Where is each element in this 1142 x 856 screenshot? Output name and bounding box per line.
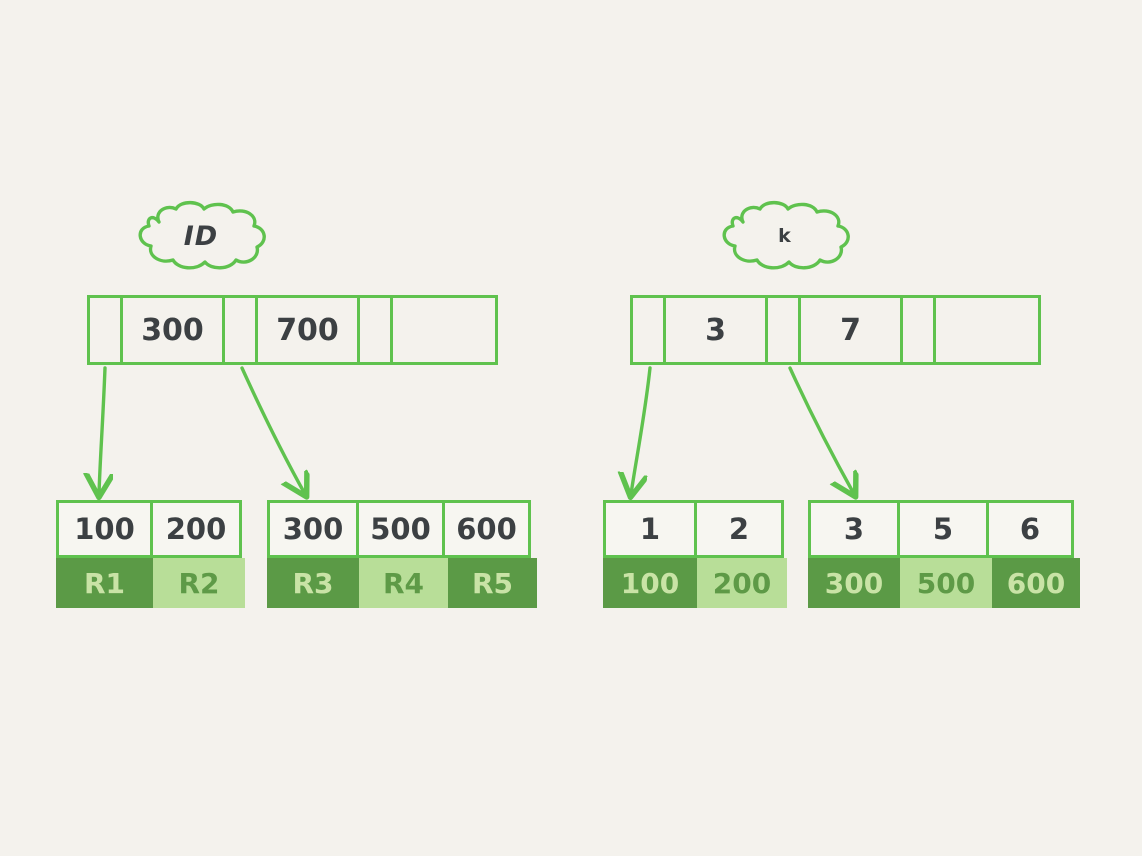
- id-leaf-2-row-r3: R3: [267, 558, 359, 608]
- arrow-id-root-to-leaf1: [99, 366, 105, 494]
- id-leaf-1-row-r1: R1: [56, 558, 153, 608]
- id-leaf-2-bars: R3 R4 R5: [267, 558, 537, 608]
- id-leaf-1-row-r2: R2: [153, 558, 245, 608]
- k-leaf-1-keys: 1 2: [603, 500, 787, 558]
- k-leaf-1-bars: 100 200: [603, 558, 787, 608]
- id-leaf-2-key-0: 300: [267, 500, 359, 558]
- arrow-id-root-to-leaf2: [240, 366, 305, 494]
- k-leaf-1-row-200: 200: [697, 558, 787, 608]
- k-leaf-1-row-100: 100: [603, 558, 697, 608]
- k-root-empty: [933, 295, 1041, 365]
- k-leaf-2-keys: 3 5 6: [808, 500, 1080, 558]
- arrow-k-root-to-leaf3: [631, 366, 652, 494]
- k-leaf-2-row-600: 600: [992, 558, 1080, 608]
- k-root-pointer-0[interactable]: [630, 295, 666, 365]
- id-leaf-2-key-2: 600: [442, 500, 531, 558]
- id-leaf-2-keys: 300 500 600: [267, 500, 537, 558]
- k-leaf-1-key-1: 2: [694, 500, 784, 558]
- k-leaf-2-row-500: 500: [900, 558, 992, 608]
- k-leaf-1-key-0: 1: [603, 500, 697, 558]
- id-leaf-1-keys: 100 200: [56, 500, 245, 558]
- k-root-node: 3 7: [630, 295, 1041, 365]
- id-leaf-node-2: 300 500 600 R3 R4 R5: [267, 500, 537, 608]
- id-leaf-2-row-r4: R4: [359, 558, 448, 608]
- k-leaf-2-key-1: 5: [897, 500, 989, 558]
- k-root-pointer-1[interactable]: [765, 295, 801, 365]
- k-leaf-2-row-300: 300: [808, 558, 900, 608]
- k-leaf-2-key-2: 6: [986, 500, 1074, 558]
- id-root-pointer-2[interactable]: [357, 295, 393, 365]
- cloud-label-k-text: k: [778, 225, 792, 247]
- id-leaf-1-key-1: 200: [150, 500, 242, 558]
- k-root-key-1: 7: [798, 295, 903, 365]
- id-root-node: 300 700: [87, 295, 498, 365]
- id-leaf-node-1: 100 200 R1 R2: [56, 500, 245, 608]
- k-leaf-2-bars: 300 500 600: [808, 558, 1080, 608]
- k-leaf-node-1: 1 2 100 200: [603, 500, 787, 608]
- id-root-pointer-0[interactable]: [87, 295, 123, 365]
- id-leaf-2-row-r5: R5: [448, 558, 537, 608]
- cloud-label-id-text: ID: [183, 220, 219, 252]
- id-leaf-1-bars: R1 R2: [56, 558, 245, 608]
- cloud-label-id: ID: [126, 200, 276, 272]
- cloud-label-k: k: [710, 200, 860, 272]
- id-root-pointer-1[interactable]: [222, 295, 258, 365]
- id-leaf-1-key-0: 100: [56, 500, 153, 558]
- k-root-pointer-2[interactable]: [900, 295, 936, 365]
- id-root-key-1: 700: [255, 295, 360, 365]
- k-leaf-2-key-0: 3: [808, 500, 900, 558]
- k-leaf-node-2: 3 5 6 300 500 600: [808, 500, 1080, 608]
- id-root-key-0: 300: [120, 295, 225, 365]
- id-leaf-2-key-1: 500: [356, 500, 445, 558]
- k-root-key-0: 3: [663, 295, 768, 365]
- arrow-k-root-to-leaf4: [788, 366, 854, 494]
- id-root-empty: [390, 295, 498, 365]
